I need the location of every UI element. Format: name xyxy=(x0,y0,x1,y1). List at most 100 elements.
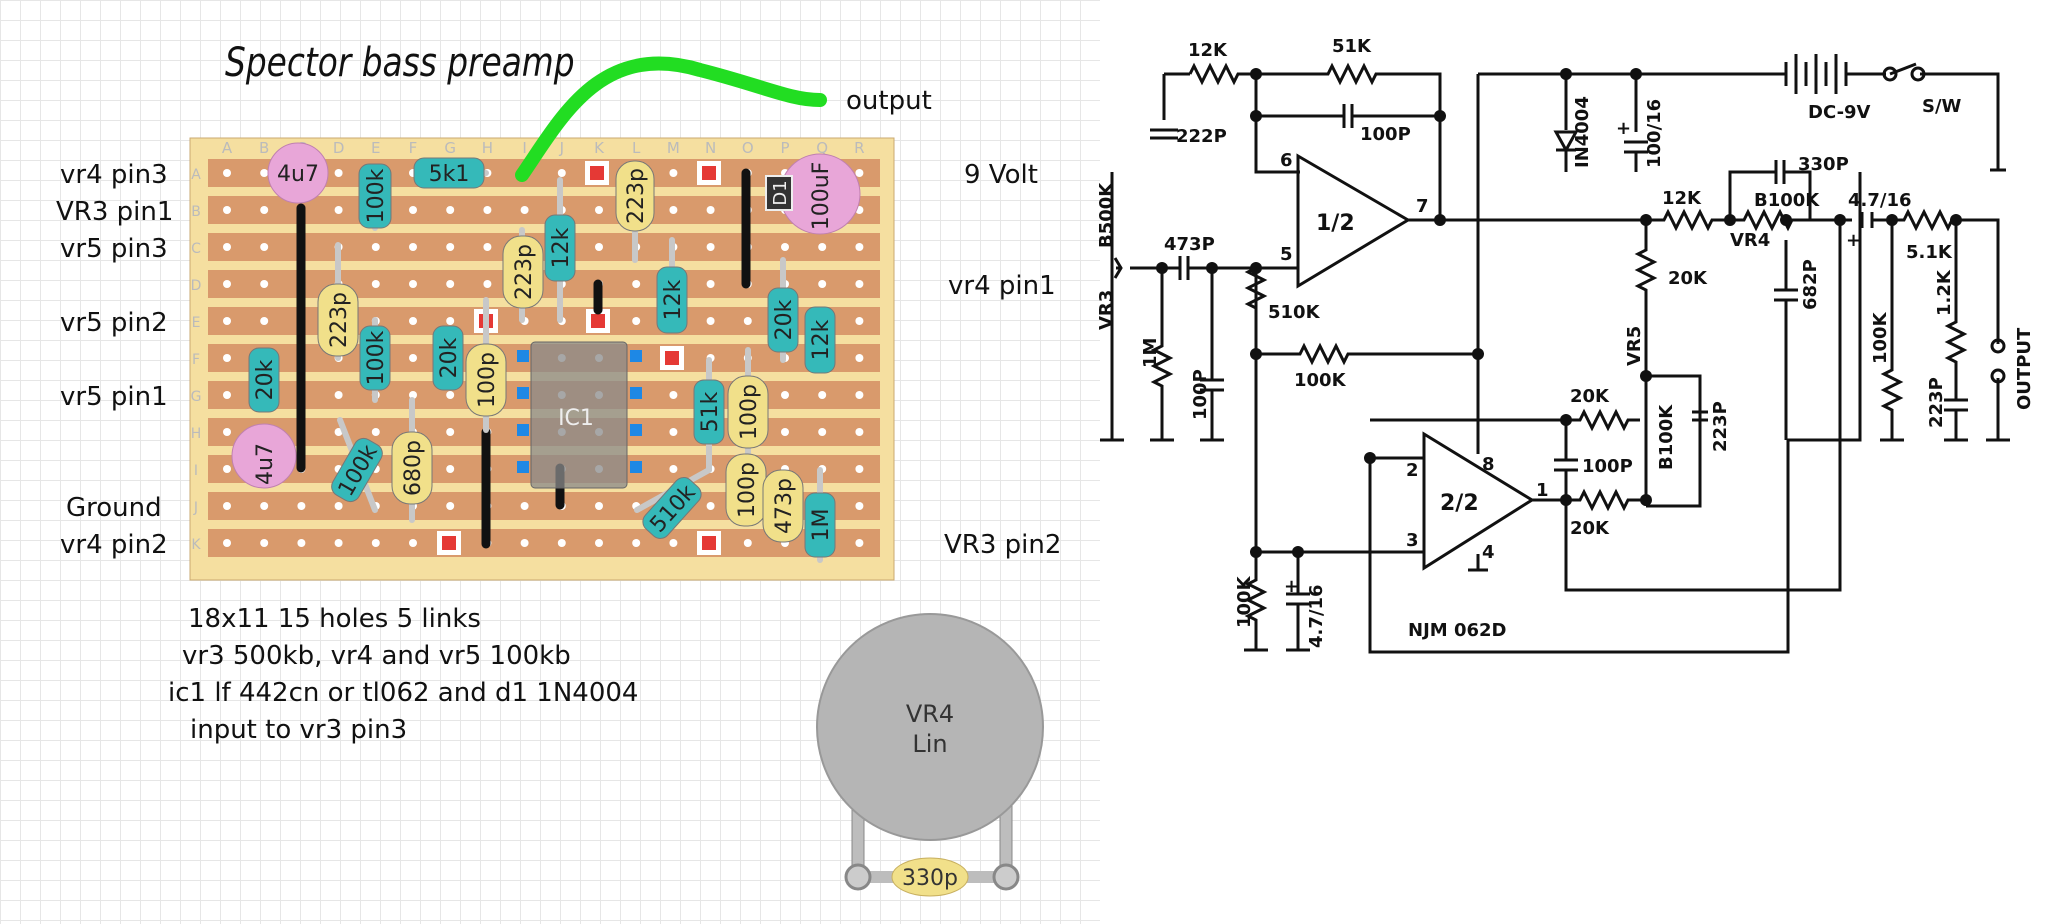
hole xyxy=(446,428,455,436)
ic1-pin xyxy=(517,387,529,399)
hole xyxy=(669,391,678,399)
sch-r51k-out: 5.1K xyxy=(1906,242,1953,263)
hole xyxy=(409,206,417,214)
cap-680p[interactable]: 680p xyxy=(391,431,433,505)
ic1-body[interactable] xyxy=(530,341,628,489)
hole xyxy=(483,243,492,251)
sch-switch: S/W xyxy=(1922,96,1962,117)
sch-vr3: VR3 xyxy=(1096,290,1117,330)
cap-4u7-top[interactable] xyxy=(267,142,329,204)
column-letter: D xyxy=(333,139,345,157)
hole xyxy=(855,428,864,436)
hole xyxy=(743,539,752,547)
cap-473p[interactable]: 473p xyxy=(762,469,804,543)
hole xyxy=(669,428,678,436)
output-wire[interactable] xyxy=(515,56,827,182)
cap-100p-a-label: 100p xyxy=(475,352,500,408)
cap-100p-b[interactable]: 100p xyxy=(727,375,769,449)
sch-pin3: 3 xyxy=(1406,530,1419,551)
sch-b500k: B500K xyxy=(1096,182,1117,248)
sch-r100k-bot: 100K xyxy=(1234,575,1255,628)
resistor-20k-a[interactable]: 20k xyxy=(248,347,280,413)
cap-100p-a[interactable]: 100p xyxy=(465,343,507,417)
cap-100p-c-label: 100p xyxy=(735,462,760,518)
diode-d1[interactable] xyxy=(765,175,793,211)
sch-r100k-out: 100K xyxy=(1870,311,1891,364)
sch-c47-16-bot: 4.7/16 xyxy=(1306,584,1327,648)
pot-label-vr4: VR4 xyxy=(906,700,954,728)
column-letter: B xyxy=(259,139,269,157)
hole xyxy=(297,502,306,510)
copper-strip xyxy=(208,233,880,261)
vr4-pot[interactable]: VR4 Lin 330p xyxy=(816,613,1044,897)
cap-100p-c[interactable]: 100p xyxy=(725,453,767,527)
resistor-1m[interactable]: 1M xyxy=(804,492,836,558)
cap-4u7-bottom[interactable] xyxy=(231,423,297,489)
resistor-12k-b[interactable]: 12k xyxy=(656,266,688,334)
track-cut xyxy=(665,351,679,365)
schematic-junctions xyxy=(1156,68,1962,558)
pot-label-lin: Lin xyxy=(912,730,947,758)
resistor-12k-c[interactable]: 12k xyxy=(804,306,836,374)
sch-c223p: 223P xyxy=(1710,401,1731,452)
hole xyxy=(223,539,231,547)
cap-223p-b[interactable]: 223p xyxy=(502,235,544,309)
resistor-100k-b[interactable]: 100k xyxy=(359,325,391,391)
hole xyxy=(855,539,864,547)
cap-223p-c-label: 223p xyxy=(327,292,352,348)
resistor-51k-label: 51k xyxy=(698,391,723,432)
resistor-20k-c-label: 20k xyxy=(772,299,797,340)
hole xyxy=(595,243,603,251)
ic1-pin xyxy=(630,424,642,436)
resistor-1m-label: 1M xyxy=(809,509,834,542)
track-cut xyxy=(702,536,716,550)
row-letter: C xyxy=(191,241,201,257)
resistor-5k1-label: 5k1 xyxy=(429,162,470,187)
hole xyxy=(409,354,417,362)
hole xyxy=(409,539,417,547)
ic1-pin xyxy=(517,424,529,436)
hole xyxy=(706,317,715,325)
left-label-vr5-pin1: vr5 pin1 xyxy=(60,382,168,412)
sch-c47-16-out: 4.7/16 xyxy=(1848,190,1912,211)
schematic-wires xyxy=(1100,54,2010,654)
hole xyxy=(669,169,678,177)
row-letter: G xyxy=(191,389,202,405)
hole xyxy=(371,243,380,251)
hole xyxy=(260,280,269,288)
hole xyxy=(223,465,231,473)
cap-473p-label: 473p xyxy=(772,478,797,534)
hole xyxy=(818,280,827,288)
hole xyxy=(595,206,603,214)
cap-100p-b-label: 100p xyxy=(737,384,762,440)
resistor-12k-a[interactable]: 12k xyxy=(544,214,576,282)
left-label-vr4-pin3: vr4 pin3 xyxy=(60,160,168,190)
cap-4u7-bottom-label: 4u7 xyxy=(253,443,278,485)
hole xyxy=(781,391,789,399)
cap-223p-a[interactable]: 223p xyxy=(615,160,655,232)
ic1-pin xyxy=(630,461,642,473)
hole xyxy=(223,317,231,325)
pot-cap-330p[interactable] xyxy=(891,857,969,897)
resistor-100k-a[interactable]: 100k xyxy=(358,163,392,229)
schematic-terminals xyxy=(1882,66,2006,384)
note-4: input to vr3 pin3 xyxy=(190,715,408,745)
hole xyxy=(706,243,715,251)
sch-pin1: 1 xyxy=(1536,480,1549,501)
hole xyxy=(632,317,641,325)
sch-opamp2: 2/2 xyxy=(1440,491,1479,516)
resistor-5k1[interactable]: 5k1 xyxy=(413,157,485,189)
cap-223p-c[interactable]: 223p xyxy=(317,283,359,357)
sch-c100p-b: 100P xyxy=(1582,456,1633,477)
resistor-12k-c-label: 12k xyxy=(809,319,834,360)
resistor-51k[interactable]: 51k xyxy=(693,379,725,445)
column-letter: O xyxy=(742,139,754,157)
hole xyxy=(446,206,455,214)
resistor-20k-c[interactable]: 20k xyxy=(767,287,799,353)
hole xyxy=(223,391,231,399)
sch-opamp1: 1/2 xyxy=(1316,211,1355,236)
track-cut xyxy=(591,314,605,328)
note-2: vr3 500kb, vr4 and vr5 100kb xyxy=(182,641,571,671)
resistor-20k-b[interactable]: 20k xyxy=(432,325,464,391)
